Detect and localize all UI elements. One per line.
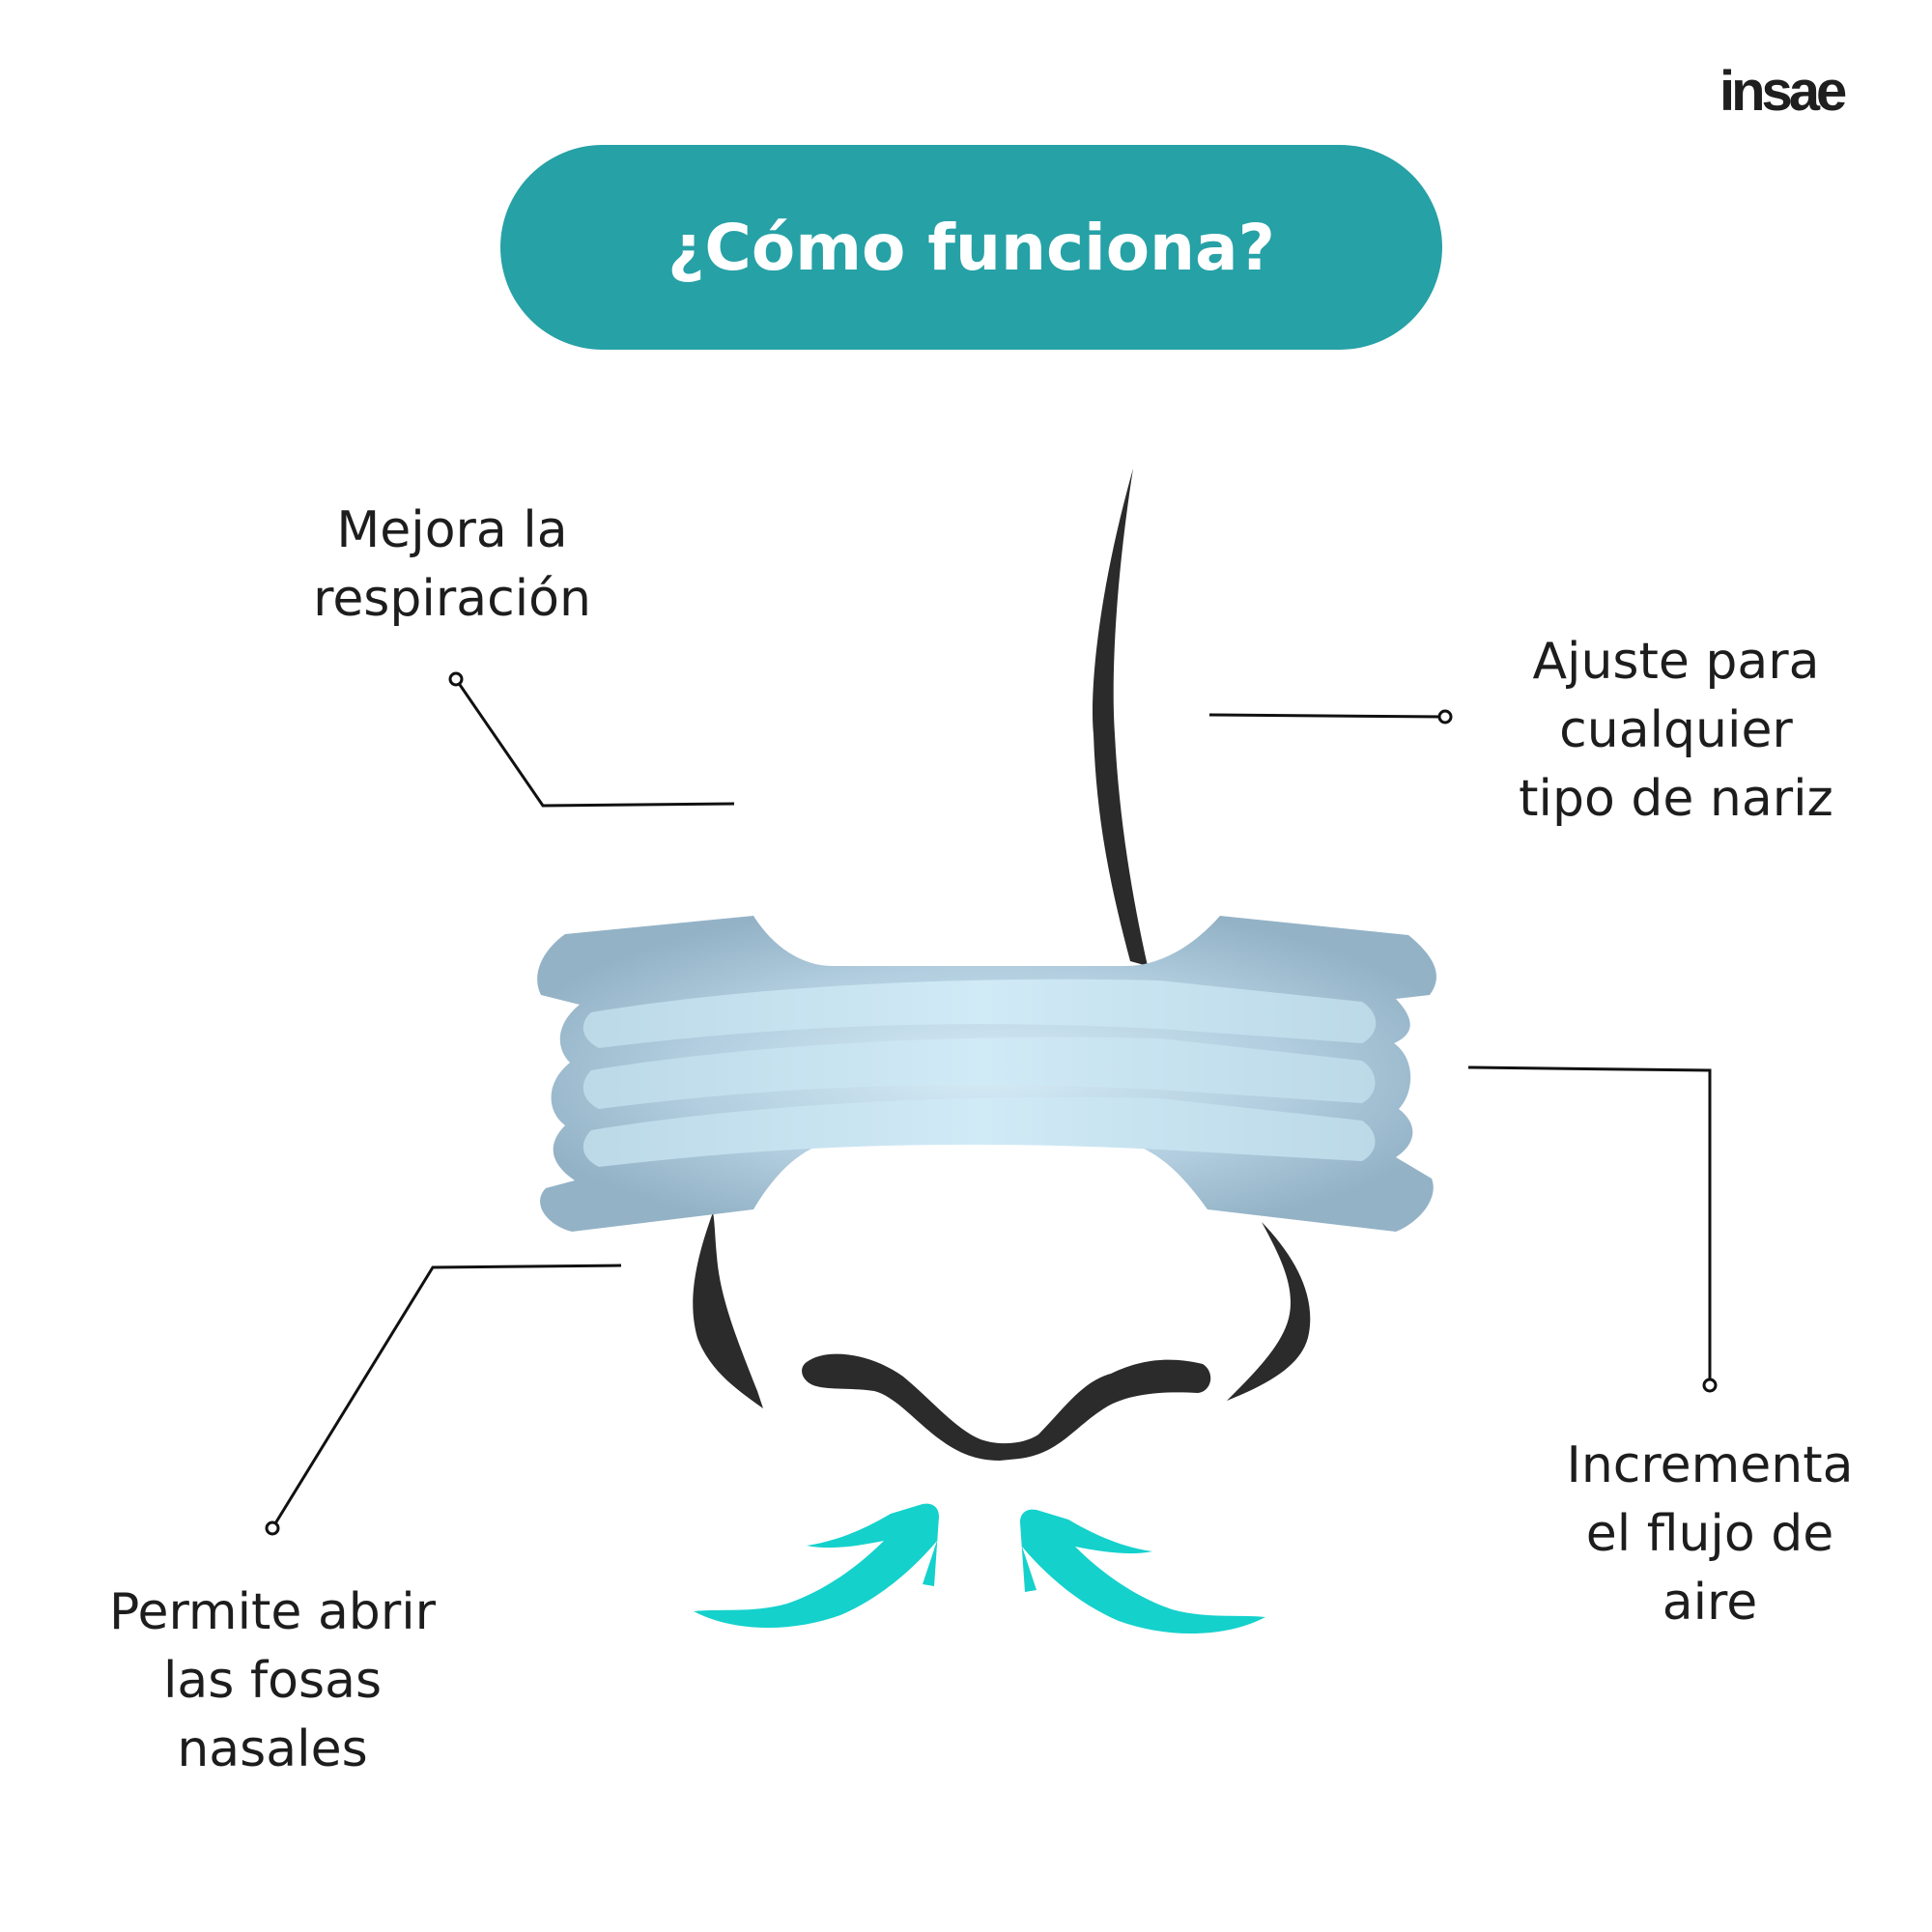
callout-dot-bottom-left	[265, 1520, 280, 1536]
nose-right-side	[1227, 1222, 1311, 1401]
callout-dot-top-right	[1437, 709, 1453, 724]
brand-logo: insae	[1719, 60, 1847, 123]
dilator-rib-1	[582, 979, 1377, 1048]
dilator-rib-2	[582, 1037, 1376, 1109]
dilator-rib-3	[582, 1096, 1376, 1167]
callout-dot-top-left	[448, 671, 464, 687]
label-abrir-fosas: Permite abrir las fosas nasales	[108, 1583, 437, 1778]
callout-line-top-left	[454, 678, 735, 808]
nose-bridge-line	[1093, 469, 1148, 966]
callout-line-bottom-left	[270, 1264, 622, 1529]
callout-line-top-right	[1208, 713, 1446, 719]
airflow-arrow-right-icon	[1020, 1509, 1265, 1634]
page-title: ¿Cómo funciona?	[668, 210, 1275, 285]
callout-line-bottom-right	[1467, 1065, 1712, 1383]
callout-dot-bottom-right	[1702, 1378, 1718, 1393]
nasal-dilator	[537, 916, 1436, 1232]
airflow-arrow-left-icon	[694, 1503, 939, 1629]
title-banner: ¿Cómo funciona?	[500, 145, 1442, 350]
label-mejora-respiracion: Mejora la respiración	[313, 501, 591, 628]
label-flujo-aire: Incrementa el flujo de aire	[1566, 1436, 1854, 1632]
nose-tip-outline	[802, 1353, 1211, 1461]
label-ajuste-nariz: Ajuste para cualquier tipo de nariz	[1519, 633, 1833, 828]
nose-left-side	[693, 1212, 763, 1408]
